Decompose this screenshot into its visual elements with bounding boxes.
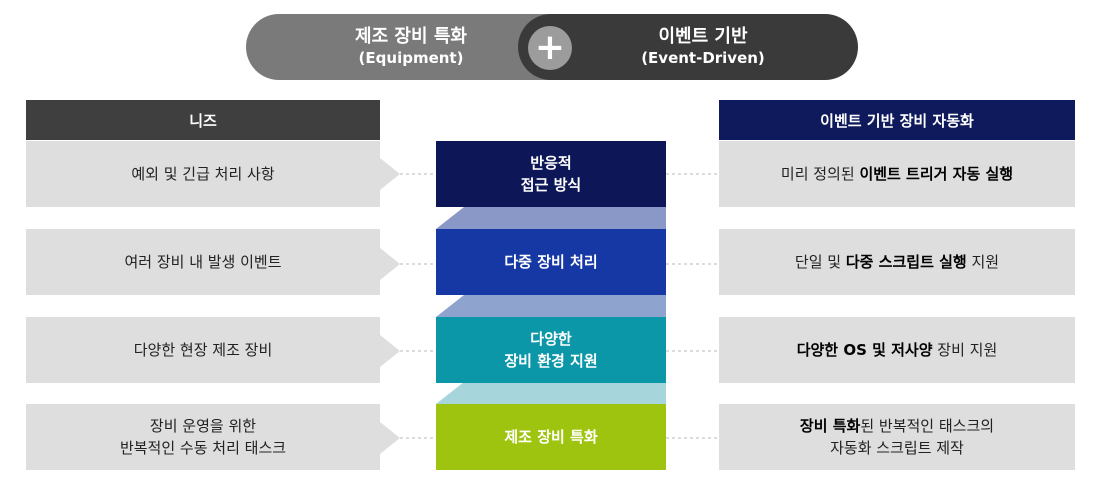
result-3-plain: 장비 지원 (932, 341, 998, 359)
center-box-equipment-specific-line-1: 제조 장비 특화 (504, 428, 598, 446)
center-box-equipment-specific: 제조 장비 특화 (436, 404, 666, 470)
connector-band-2 (436, 295, 666, 317)
connector-band-1 (436, 207, 666, 229)
result-4-line-2: 자동화 스크립트 제작 (830, 439, 964, 457)
center-box-multi-device: 다중 장비 처리 (436, 229, 666, 295)
plus-icon: + (528, 26, 572, 70)
need-box-2: 여러 장비 내 발생 이벤트 (26, 229, 380, 295)
result-box-4: 장비 특화된 반복적인 태스크의 자동화 스크립트 제작 (719, 404, 1075, 470)
need-box-3: 다양한 현장 제조 장비 (26, 317, 380, 383)
center-box-diverse-env-line-2: 장비 환경 지원 (504, 352, 598, 370)
center-box-reactive-line-2: 접근 방식 (520, 176, 582, 194)
result-box-2: 단일 및 다중 스크립트 실행 지원 (719, 229, 1075, 295)
result-box-1: 미리 정의된 이벤트 트리거 자동 실행 (719, 141, 1075, 207)
left-arrow-1 (380, 158, 400, 190)
center-box-diverse-env: 다양한 장비 환경 지원 (436, 317, 666, 383)
result-2-plain-b: 지원 (966, 253, 1000, 271)
result-4-bold: 장비 특화 (799, 417, 861, 435)
need-box-4: 장비 운영을 위한 반복적인 수동 처리 태스크 (26, 404, 380, 470)
need-box-1: 예외 및 긴급 처리 사항 (26, 141, 380, 207)
event-driven-pill: 이벤트 기반 (Event-Driven) (518, 14, 858, 80)
center-box-reactive-line-1: 반응적 (530, 154, 572, 172)
result-box-3: 다양한 OS 및 저사양 장비 지원 (719, 317, 1075, 383)
result-2-plain-a: 단일 및 (794, 253, 846, 271)
equipment-subtitle: (Equipment) (358, 49, 464, 67)
center-box-multi-device-line-1: 다중 장비 처리 (504, 253, 598, 271)
need-4-line-1: 장비 운영을 위한 (149, 417, 257, 435)
center-box-reactive: 반응적 접근 방식 (436, 141, 666, 207)
result-1-bold: 이벤트 트리거 자동 실행 (859, 165, 1014, 183)
need-4-line-2: 반복적인 수동 처리 태스크 (119, 439, 287, 457)
equipment-title: 제조 장비 특화 (355, 26, 467, 47)
result-2-bold: 다중 스크립트 실행 (845, 253, 967, 271)
left-arrow-3 (380, 335, 400, 367)
result-1-plain: 미리 정의된 (780, 165, 860, 183)
center-box-diverse-env-line-1: 다양한 (530, 330, 572, 348)
event-driven-title: 이벤트 기반 (658, 26, 748, 47)
left-arrow-2 (380, 248, 400, 280)
event-driven-subtitle: (Event-Driven) (641, 49, 765, 67)
left-arrow-4 (380, 422, 400, 454)
result-3-bold: 다양한 OS 및 저사양 (796, 341, 933, 359)
connector-band-3 (436, 382, 666, 404)
event-automation-header: 이벤트 기반 장비 자동화 (719, 100, 1075, 140)
result-4-plain: 된 반복적인 태스크의 (860, 417, 995, 435)
needs-header: 니즈 (26, 100, 380, 140)
